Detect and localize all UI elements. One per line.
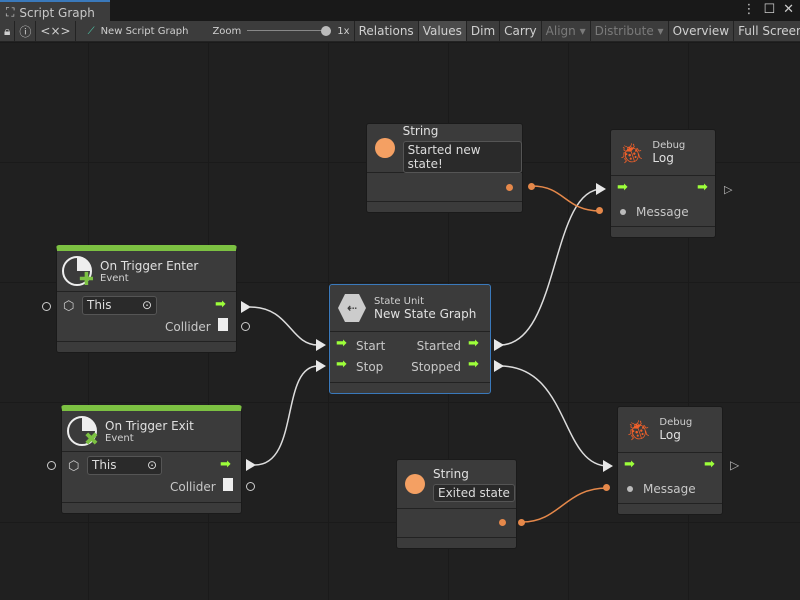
message-connector[interactable] (603, 484, 610, 491)
flow-out-connector[interactable]: ▷ (724, 183, 733, 196)
flow-in-connector[interactable] (596, 183, 606, 195)
string-output-port[interactable] (506, 184, 513, 191)
stop-arrow-icon[interactable]: ➡ (336, 357, 347, 372)
string-value-field[interactable]: Exited state (433, 483, 515, 502)
align-dropdown[interactable]: Align ▾ (542, 21, 591, 41)
flow-in-connector[interactable] (603, 460, 613, 472)
flow-output-arrow-icon[interactable]: ➡ (215, 297, 226, 312)
trigger-out-connector[interactable] (246, 459, 256, 471)
flow-input-arrow-icon[interactable]: ➡ (624, 457, 635, 472)
values-button[interactable]: Values (418, 21, 467, 41)
string-output-connector[interactable] (528, 183, 535, 190)
target-input-port[interactable] (47, 461, 56, 470)
tab-script-graph[interactable]: ⛶Script Graph (0, 0, 110, 21)
flow-input-arrow-icon[interactable]: ➡ (617, 180, 628, 195)
target-field[interactable]: This⊙ (87, 456, 162, 475)
toolbar: 🔒︎ ⓘ <×> ⟋ New Script Graph Zoom 1x Rela… (0, 21, 800, 42)
stop-connector[interactable] (316, 360, 326, 372)
close-icon[interactable]: ✕ (783, 2, 794, 17)
file-icon (223, 478, 233, 491)
bug-icon: 🐞︎ (619, 140, 645, 165)
hierarchy-icon: ⛶ (6, 5, 15, 19)
target-field[interactable]: This⊙ (82, 296, 157, 315)
trigger-exit-icon: ✖ (67, 416, 99, 450)
lock-icon[interactable]: 🔒︎ (0, 21, 16, 41)
string-value-field[interactable]: Started new state! (402, 140, 522, 173)
stopped-connector[interactable] (494, 360, 504, 372)
distribute-dropdown[interactable]: Distribute ▾ (591, 21, 669, 41)
file-icon (218, 318, 228, 331)
zoom-slider[interactable] (247, 26, 332, 36)
cube-icon: ⬡ (68, 459, 80, 474)
collider-port[interactable] (246, 482, 255, 491)
stopped-arrow-icon[interactable]: ➡ (468, 357, 479, 372)
tab-bar: ⛶Script Graph ⋮ ☐ ✕ (0, 0, 800, 21)
start-arrow-icon[interactable]: ➡ (336, 336, 347, 351)
kebab-icon[interactable]: ⋮ (742, 2, 756, 17)
dim-button[interactable]: Dim (467, 21, 501, 41)
flow-output-arrow-icon[interactable]: ➡ (697, 180, 708, 195)
object-picker-icon: ⊙ (141, 298, 152, 312)
string-output-port[interactable] (499, 519, 506, 526)
bug-icon: 🐞︎ (626, 417, 652, 442)
string-icon (375, 138, 395, 158)
started-arrow-icon[interactable]: ➡ (468, 336, 479, 351)
string-node-2[interactable]: String Exited state (396, 459, 517, 549)
state-unit-icon: ⇠ (338, 294, 366, 322)
started-connector[interactable] (494, 339, 504, 351)
collider-port[interactable] (241, 322, 250, 331)
zoom-label: Zoom (212, 25, 242, 37)
overview-button[interactable]: Overview (669, 21, 735, 41)
message-port[interactable] (620, 209, 626, 215)
graph-icon: ⟋ (87, 25, 95, 37)
code-icon[interactable]: <×> (36, 21, 76, 41)
flow-out-connector[interactable]: ▷ (730, 458, 740, 472)
carry-button[interactable]: Carry (500, 21, 542, 41)
trigger-out-connector[interactable] (241, 301, 251, 313)
graph-name[interactable]: New Script Graph (100, 25, 189, 37)
start-connector[interactable] (316, 339, 326, 351)
string-icon (405, 474, 425, 494)
full-screen-button[interactable]: Full Screen (734, 21, 800, 41)
target-input-port[interactable] (42, 302, 51, 311)
string-output-connector[interactable] (518, 519, 525, 526)
message-connector[interactable] (596, 207, 603, 214)
cube-icon: ⬡ (63, 299, 75, 314)
message-port[interactable] (627, 486, 633, 492)
info-icon[interactable]: ⓘ (15, 21, 37, 41)
string-node-1[interactable]: String Started new state! (366, 123, 523, 213)
zoom-value: 1x (337, 25, 350, 37)
relations-button[interactable]: Relations (355, 21, 419, 41)
flow-output-arrow-icon[interactable]: ➡ (220, 457, 231, 472)
maximize-icon[interactable]: ☐ (763, 2, 776, 17)
flow-output-arrow-icon[interactable]: ➡ (704, 457, 715, 472)
trigger-enter-icon: ✚ (62, 256, 94, 290)
object-picker-icon: ⊙ (146, 458, 157, 472)
